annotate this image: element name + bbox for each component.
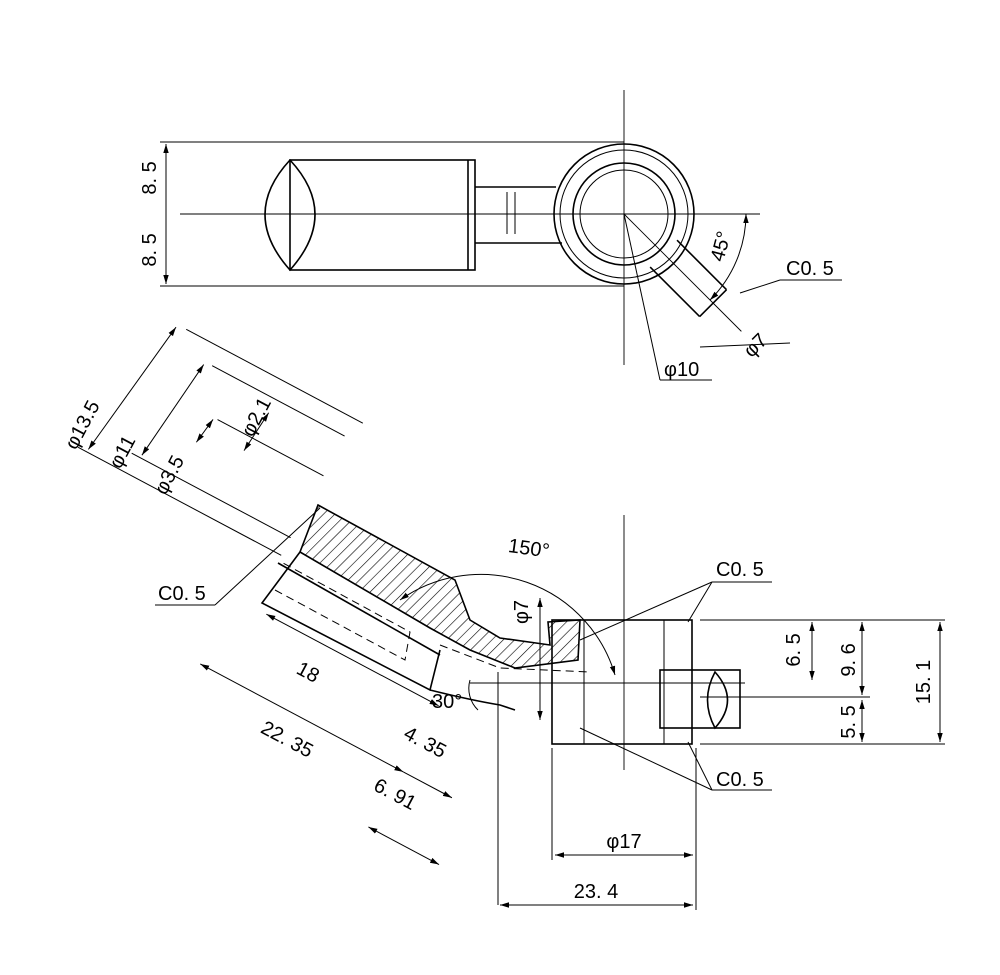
dia-3-5-label: φ3.5 [150, 452, 189, 498]
port-dia-label: φ7 [739, 329, 772, 362]
dim-line-6-91 [368, 826, 440, 865]
bottom-chamfer-leader-b [687, 741, 713, 791]
dim-line-22-35 [200, 663, 404, 773]
left-chamfer-label: C0. 5 [158, 583, 206, 605]
dim-8-5-lower: 8. 5 [139, 233, 161, 266]
angle-45-label: 45° [707, 229, 736, 264]
dim-5-5-label: 5. 5 [838, 705, 860, 738]
block-port [659, 669, 741, 729]
bottom-chamfer-label: C0. 5 [716, 769, 764, 791]
angle-arc-45 [709, 213, 749, 301]
dim-22-35-label: 22. 35 [257, 717, 316, 763]
banjo-outer-ring-inner [559, 149, 689, 279]
body-lens [264, 158, 316, 272]
banjo-outer-ring [553, 143, 695, 285]
port-side-lower [649, 266, 701, 318]
dim-23-4-label: 23. 4 [574, 881, 618, 903]
dia-2-1-label: φ2.1 [237, 394, 276, 440]
dim-line-13-5 [87, 326, 177, 450]
dim-9-6-label: 9. 6 [838, 643, 860, 676]
left-chamfer-leader [214, 507, 321, 606]
banjo-bore-inner [579, 169, 669, 259]
dim-6-91-label: 6. 91 [370, 775, 420, 815]
top-view: 8. 5 8. 5 45° C0. 5 φ7 φ10 [139, 90, 842, 381]
dim-6-5-label: 6. 5 [783, 633, 805, 666]
bore-dia-leader [623, 213, 661, 381]
ext-dia-13-5-lower [77, 446, 282, 556]
angle-arc-150 [399, 573, 616, 676]
top-chamfer-label-side: C0. 5 [716, 559, 764, 581]
dia-11-label: φ11 [105, 432, 140, 472]
dim-line-3-5 [195, 419, 214, 443]
port-centerline [623, 213, 742, 332]
top-chamfer-label: C0. 5 [786, 258, 834, 280]
dim-15-1-label: 15. 1 [913, 660, 935, 704]
block-port-end [706, 670, 729, 730]
banjo-bore-outer [572, 162, 676, 266]
dim-18-label: 18 [293, 658, 323, 688]
bottom-chamfer-leader-a [579, 727, 713, 791]
bore-dia-label: φ10 [664, 359, 699, 381]
dim-line-4-35 [403, 771, 453, 799]
dim-4-35-label: 4. 35 [400, 723, 450, 763]
ext-dia-3-5 [217, 419, 324, 477]
dia-13-5-label: φ13.5 [61, 397, 105, 453]
dia-17-label: φ17 [606, 831, 641, 853]
top-chamfer-leader [739, 279, 781, 294]
angle-150-label: 150° [507, 535, 551, 563]
banjo-block-side [551, 619, 693, 745]
side-port-dia-label: φ7 [511, 600, 533, 624]
dim-line-2-1 [243, 412, 270, 451]
ext-dia-13-5-upper [185, 328, 364, 424]
fitting-body-top [289, 159, 476, 271]
dim-line-11 [141, 364, 205, 456]
ext-dia-11-lower [131, 452, 291, 539]
ext-dia-11-upper [211, 365, 345, 437]
port-dia-dim-line [699, 342, 791, 348]
top-chamfer-leader-a [579, 581, 713, 641]
side-view: φ13.5 φ11 φ3.5 φ2.1 C0. 5 150° φ7 C0. 5 … [61, 326, 945, 910]
dim-line-18 [266, 613, 439, 707]
dim-8-5-upper: 8. 5 [139, 161, 161, 194]
angle-30-label: 30° [432, 691, 462, 713]
angle-arc-30 [468, 679, 479, 711]
top-chamfer-leader-b [687, 581, 713, 623]
